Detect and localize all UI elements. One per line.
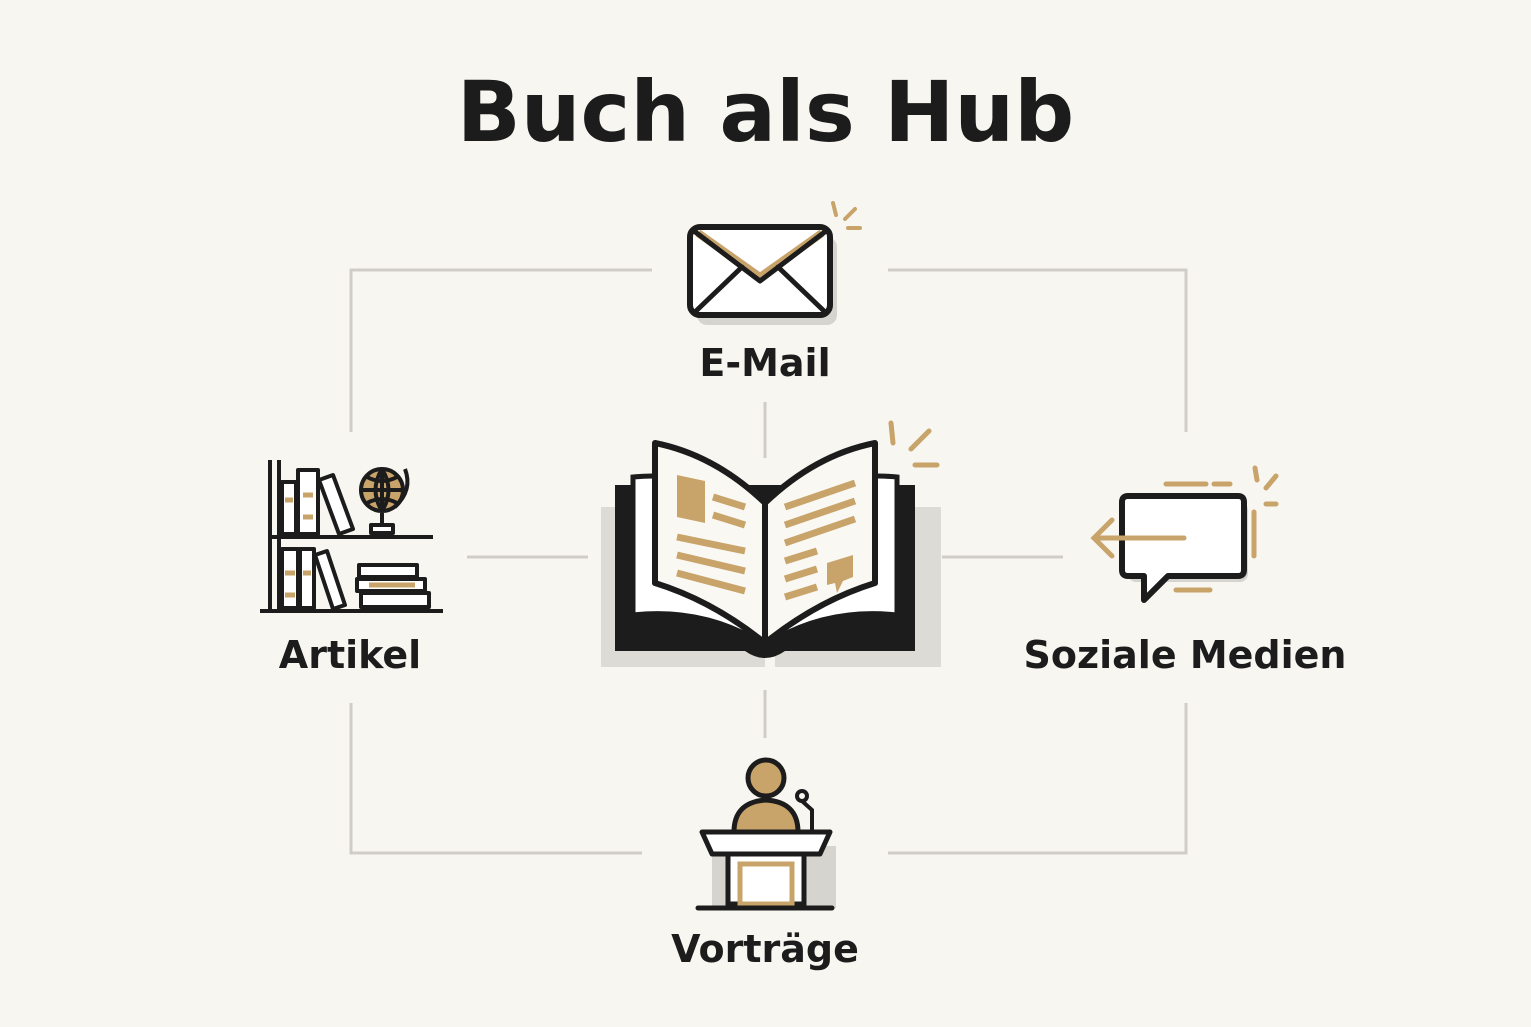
connector-bottom-left [349,703,642,855]
node-label-artikel: Artikel [278,633,422,677]
speech-bubble-icon [1090,465,1279,603]
podium-speaker-icon [695,757,836,911]
connector-bottom-right [888,703,1188,855]
connector-top-right [888,268,1188,432]
open-book-icon [601,420,941,667]
bookshelf-icon [260,460,443,613]
node-label-email: E-Mail [699,341,831,385]
envelope-icon [687,201,862,325]
connector-top-left [349,268,652,432]
node-label-vortrag: Vorträge [671,927,859,971]
page-title: Buch als Hub [456,63,1075,161]
node-label-social: Soziale Medien [1023,633,1347,677]
